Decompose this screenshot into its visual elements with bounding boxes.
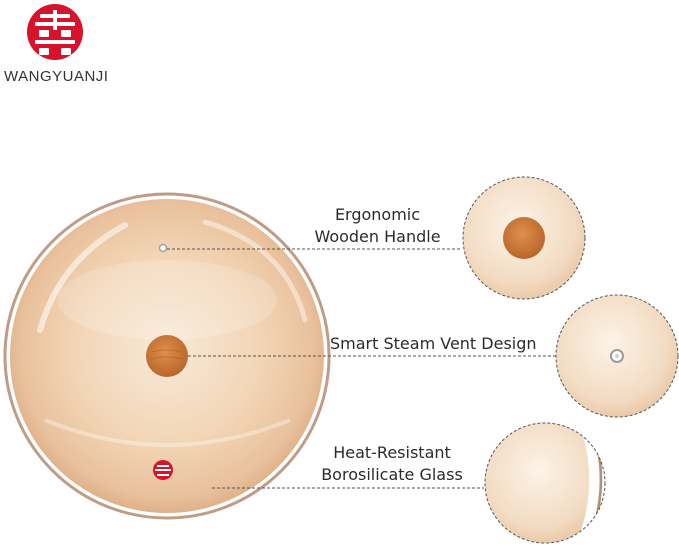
zoom-vent-detail (555, 294, 679, 418)
feature-glass-line1: Heat-Resistant (333, 443, 451, 462)
brand-logo: WANGYUANJI (0, 0, 120, 100)
feature-vent-line1: Smart Steam Vent Design (330, 334, 537, 353)
steam-vent-icon (158, 243, 168, 253)
leader-lines (167, 248, 558, 489)
zoom-handle-detail (462, 176, 586, 300)
lid-logo-icon (153, 460, 173, 480)
feature-label-handle: Ergonomic Wooden Handle (305, 204, 450, 248)
zoom-glass-detail (484, 422, 606, 544)
wooden-handle-icon (146, 335, 188, 377)
feature-label-vent: Smart Steam Vent Design (330, 333, 560, 355)
brand-name: WANGYUANJI (4, 68, 109, 85)
feature-glass-line2: Borosilicate Glass (321, 465, 463, 484)
feature-handle-line1: Ergonomic (334, 205, 421, 224)
feature-handle-line2: Wooden Handle (314, 227, 441, 246)
double-happiness-icon (27, 4, 83, 60)
feature-label-glass: Heat-Resistant Borosilicate Glass (312, 442, 472, 486)
